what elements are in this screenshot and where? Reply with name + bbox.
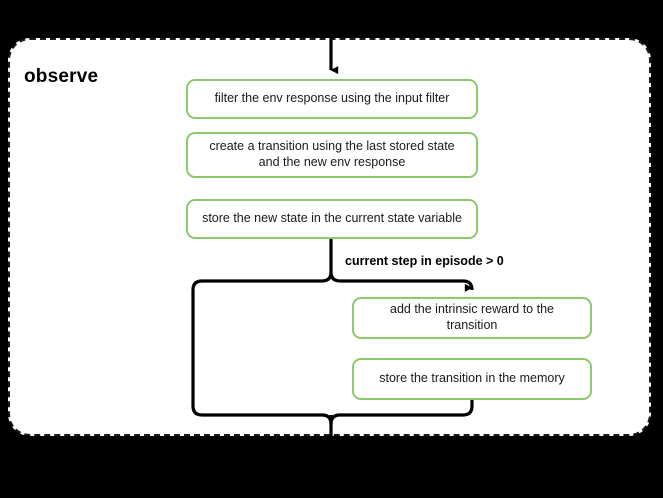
node-filter-env-response[interactable]: filter the env response using the input … (186, 79, 478, 119)
branch-condition-label: current step in episode > 0 (345, 254, 504, 268)
node-create-transition[interactable]: create a transition using the last store… (186, 132, 478, 178)
node-store-new-state[interactable]: store the new state in the current state… (186, 199, 478, 239)
node-add-intrinsic-reward[interactable]: add the intrinsic reward to the transiti… (352, 297, 592, 339)
node-store-transition-memory[interactable]: store the transition in the memory (352, 358, 592, 400)
page-title: observe (24, 66, 99, 87)
